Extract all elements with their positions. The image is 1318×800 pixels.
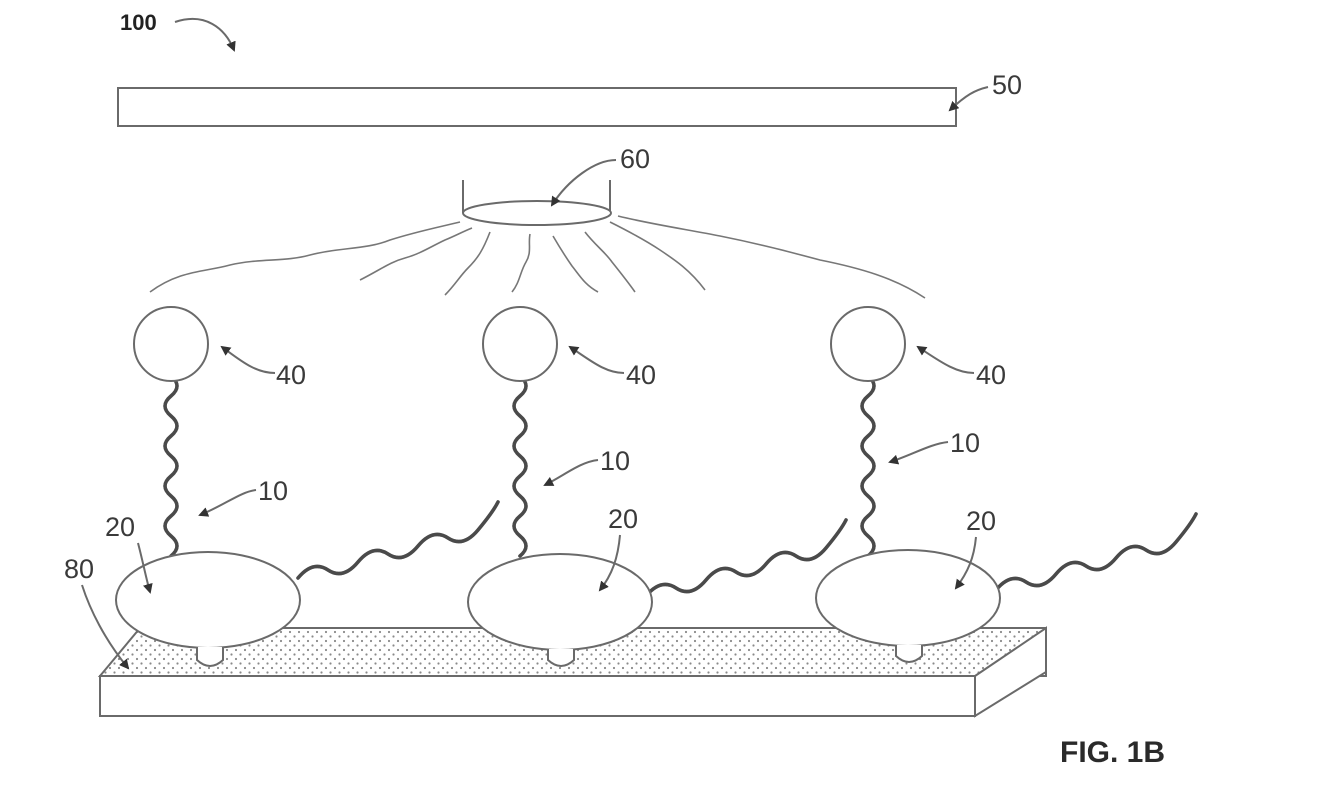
light-source-leader <box>550 159 617 207</box>
figure-caption: FIG. 1B <box>1060 736 1165 769</box>
device-label: 100 <box>120 10 157 35</box>
bead-3-leader <box>916 345 975 374</box>
bead-1-leader <box>220 345 276 374</box>
tether-3-label: 10 <box>950 428 980 458</box>
bead-2-leader <box>568 345 625 374</box>
particle-2-label: 20 <box>608 504 638 534</box>
device-arrow <box>174 17 236 52</box>
particle-1-label: 20 <box>105 512 135 542</box>
tether-1-leader <box>198 489 257 517</box>
tether-1-label: 10 <box>258 476 288 506</box>
particle-2-leader <box>598 534 621 592</box>
tether-3-leader <box>888 441 949 465</box>
particle-3-leader <box>954 536 977 590</box>
tether-2-leader <box>543 459 599 486</box>
bead-2-label: 40 <box>626 360 656 390</box>
unit-3 <box>815 306 1198 663</box>
top-plate-label: 50 <box>992 70 1022 100</box>
substrate-leader <box>81 584 130 670</box>
unit-1 <box>115 306 500 667</box>
substrate-label: 80 <box>64 554 94 584</box>
bead-1-label: 40 <box>276 360 306 390</box>
particle-1-leader <box>137 542 153 594</box>
particle-3-label: 20 <box>966 506 996 536</box>
bead-1 <box>133 306 209 382</box>
top-plate-leader <box>948 86 989 112</box>
bead-2 <box>482 306 558 382</box>
light-source-label: 60 <box>620 144 650 174</box>
bead-3-label: 40 <box>976 360 1006 390</box>
particle-3 <box>815 549 1001 647</box>
bead-3 <box>830 306 906 382</box>
unit-2 <box>467 306 848 667</box>
tether-2-label: 10 <box>600 446 630 476</box>
top-plate <box>117 87 957 127</box>
light-source <box>462 180 612 226</box>
light-rays <box>149 215 926 299</box>
particle-2 <box>467 553 653 651</box>
